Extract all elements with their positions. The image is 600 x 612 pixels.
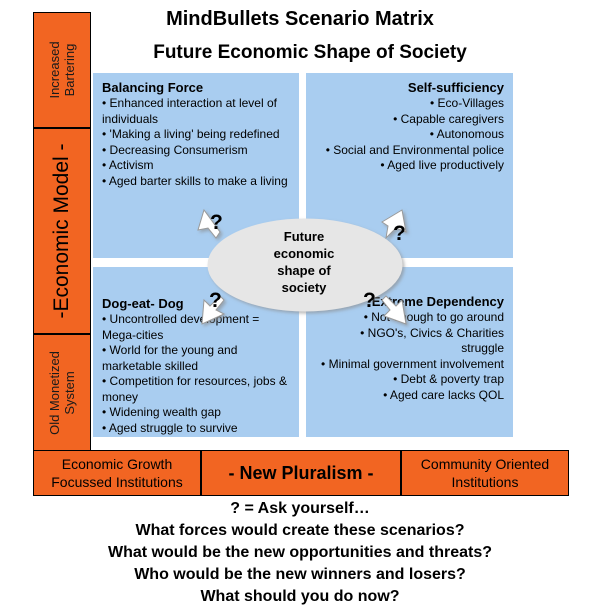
quadrant-dog-eat-dog: Dog-eat- Dog • Uncontrolled development …	[93, 267, 299, 437]
list-item: • Decreasing Consumerism	[102, 142, 248, 157]
axis-old-monetized-system: Old Monetized System	[33, 334, 91, 452]
arrow-bottom-right-icon	[381, 295, 407, 325]
axis-left-label: Economic Growth Focussed Institutions	[51, 456, 183, 490]
list-item: • Enhanced interaction at level of indiv…	[102, 96, 277, 126]
list-item: • Aged care lacks QOL	[383, 387, 504, 402]
axis-community-institutions: Community Oriented Institutions	[401, 450, 569, 496]
subtitle: Future Economic Shape of Society	[153, 42, 467, 63]
question-mark-icon: ?	[393, 222, 406, 245]
list-item: • 'Making a living' being redefined	[102, 127, 280, 141]
question-mark-icon: ?	[210, 211, 223, 234]
main-title: MindBullets Scenario Matrix	[166, 8, 434, 30]
axis-economic-model: -Economic Model -	[33, 128, 91, 334]
list-item: • Autonomous	[429, 127, 504, 141]
list-item: • Aged barter skills to make a living	[102, 173, 288, 188]
list-item: • Aged live productively	[380, 158, 504, 172]
axis-growth-institutions: Economic Growth Focussed Institutions	[33, 450, 201, 496]
arrow-top-right-icon	[381, 209, 407, 240]
list-item: • Eco-Villages	[429, 96, 504, 110]
axis-bottom-label: Old Monetized System	[47, 351, 77, 435]
axis-right-label: Community Oriented Institutions	[420, 456, 550, 490]
question-mark-icon: ?	[209, 289, 222, 312]
center-label: Future economic shape of society	[258, 228, 350, 296]
quadrant-title: Dog-eat- Dog	[102, 296, 184, 311]
quadrant-title: Extreme Dependency	[371, 294, 504, 309]
arrow-top-left-icon	[197, 208, 221, 239]
axis-top-label: Increased Bartering	[47, 41, 77, 99]
question-mark-icon: ?	[363, 289, 376, 312]
quadrant-self-sufficiency: Self-sufficiency • Eco-Villages • Capabl…	[306, 73, 513, 258]
list-item: • Activism	[102, 158, 154, 172]
list-item: • World for the young and marketable ski…	[102, 343, 238, 373]
footer-legend: ? = Ask yourself…	[230, 500, 370, 517]
list-item: • Widening wealth gap	[102, 405, 221, 419]
center-line: economic	[273, 246, 335, 261]
quadrant-title: Self-sufficiency	[407, 80, 504, 95]
list-item: • NGO's, Civics & Charities struggle	[360, 325, 504, 356]
list-item: • Capable caregivers	[393, 111, 504, 126]
center-ellipse-graphic	[197, 208, 407, 325]
footer-question: What forces would create these scenarios…	[135, 522, 465, 539]
center-ellipse	[207, 218, 403, 312]
list-item: • Competition for resources, jobs & mone…	[102, 374, 287, 404]
center-line: Future	[283, 229, 325, 244]
axis-increased-bartering: Increased Bartering	[33, 12, 91, 128]
axis-center-label: - New Pluralism -	[228, 462, 374, 483]
list-item: • Debt & poverty trap	[393, 372, 504, 386]
center-line: society	[281, 280, 327, 295]
arrow-bottom-left-icon	[201, 295, 226, 325]
axis-middle-label: -Economic Model -	[50, 143, 73, 319]
list-item: • Social and Environmental police	[325, 142, 504, 157]
list-item: • Aged struggle to survive	[102, 420, 238, 435]
quadrant-title: Balancing Force	[102, 80, 204, 95]
footer-question: Who would be the new winners and losers?	[134, 566, 466, 583]
footer-question: What should you do now?	[200, 588, 400, 605]
list-item: • Minimal government involvement	[321, 356, 504, 371]
axis-new-pluralism: - New Pluralism -	[201, 450, 401, 496]
footer-question: What would be the new opportunities and …	[108, 544, 492, 561]
center-line: shape of	[277, 263, 331, 278]
